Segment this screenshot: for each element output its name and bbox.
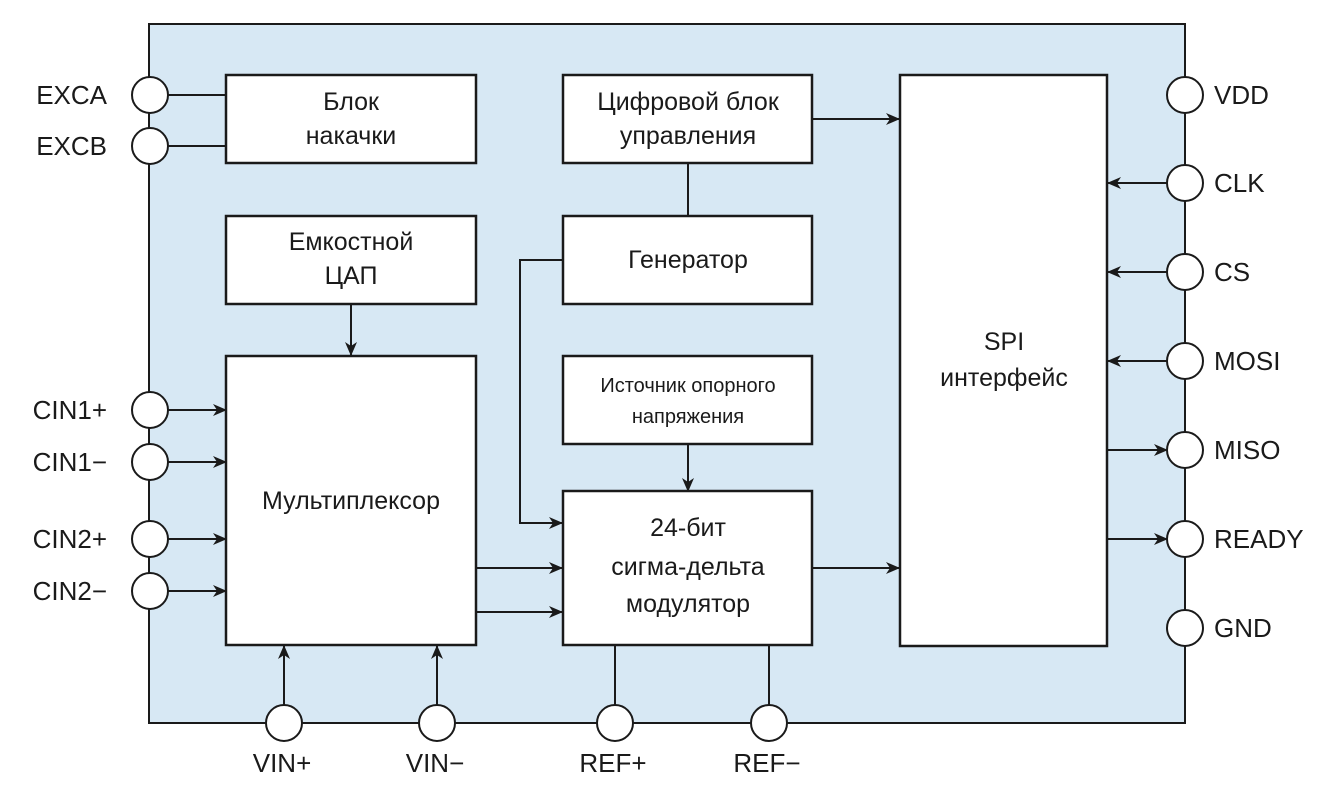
pin-label-cin2m: CIN2− xyxy=(33,576,107,606)
block-pump: Блок накачки xyxy=(224,73,478,165)
pin-vinp xyxy=(265,704,303,742)
pin-label-exca: EXCA xyxy=(36,80,107,110)
block-digital-ctrl: Цифровой блок управления xyxy=(561,73,814,165)
pin-label-vinp: VIN+ xyxy=(253,748,312,778)
pin-cin2p xyxy=(131,520,169,558)
pin-gnd xyxy=(1166,609,1204,647)
pin-refm xyxy=(750,704,788,742)
pin-label-cin1p: CIN1+ xyxy=(33,395,107,425)
block-pump-line2: накачки xyxy=(306,122,396,150)
block-cap-dac-line1: Емкостной xyxy=(289,228,414,256)
left-pins: EXCA EXCB CIN1+ CIN1− CIN2+ CIN2− xyxy=(33,76,169,610)
block-cap-dac-line2: ЦАП xyxy=(325,262,378,290)
pin-cin1m xyxy=(131,443,169,481)
block-generator: Генератор xyxy=(561,214,814,306)
connections xyxy=(150,94,1168,707)
pin-label-refm: REF− xyxy=(733,748,800,778)
pin-miso xyxy=(1166,431,1204,469)
block-digital-ctrl-line2: управления xyxy=(620,122,756,150)
pin-cin1p xyxy=(131,391,169,429)
block-mux: Мультиплексор xyxy=(224,354,478,647)
pin-label-mosi: MOSI xyxy=(1214,346,1280,376)
pin-clk xyxy=(1166,164,1204,202)
pin-label-gnd: GND xyxy=(1214,613,1272,643)
pin-vdd xyxy=(1166,76,1204,114)
bottom-pins: VIN+ VIN− REF+ REF− xyxy=(253,704,801,778)
pin-label-ready: READY xyxy=(1214,524,1304,554)
pin-label-cin1m: CIN1− xyxy=(33,447,107,477)
block-vref-line1: Источник опорного xyxy=(600,375,775,397)
block-cap-dac: Емкостной ЦАП xyxy=(224,214,478,306)
pin-exca xyxy=(131,76,169,114)
pin-excb xyxy=(131,127,169,165)
pin-label-vdd: VDD xyxy=(1214,80,1269,110)
pin-label-vinm: VIN− xyxy=(406,748,465,778)
block-vref-line2: напряжения xyxy=(632,406,744,428)
block-pump-line1: Блок xyxy=(323,88,380,116)
pin-label-cs: CS xyxy=(1214,257,1250,287)
pin-refp xyxy=(596,704,634,742)
block-digital-ctrl-line1: Цифровой блок xyxy=(597,88,780,116)
pin-cin2m xyxy=(131,572,169,610)
right-pins: VDD CLK CS MOSI MISO READY GND xyxy=(1166,76,1304,647)
block-mux-label: Мультиплексор xyxy=(262,487,440,515)
pin-label-refp: REF+ xyxy=(579,748,646,778)
block-spi-line2: интерфейс xyxy=(940,364,1068,392)
block-generator-label: Генератор xyxy=(628,246,748,274)
block-modulator-line1: 24-бит xyxy=(650,514,726,542)
pin-vinm xyxy=(418,704,456,742)
pin-label-excb: EXCB xyxy=(36,131,107,161)
pin-cs xyxy=(1166,253,1204,291)
block-modulator: 24-бит сигма-дельта модулятор xyxy=(561,489,814,647)
pin-label-miso: MISO xyxy=(1214,435,1280,465)
block-spi-line1: SPI xyxy=(984,328,1024,356)
pin-mosi xyxy=(1166,342,1204,380)
pin-label-cin2p: CIN2+ xyxy=(33,524,107,554)
pin-ready xyxy=(1166,520,1204,558)
block-vref: Источник опорного напряжения xyxy=(561,354,814,446)
wire-gen-mod xyxy=(519,259,563,529)
pin-label-clk: CLK xyxy=(1214,168,1265,198)
block-spi: SPI интерфейс xyxy=(898,73,1109,648)
block-modulator-line2: сигма-дельта xyxy=(611,553,764,581)
block-modulator-line3: модулятор xyxy=(626,590,750,618)
